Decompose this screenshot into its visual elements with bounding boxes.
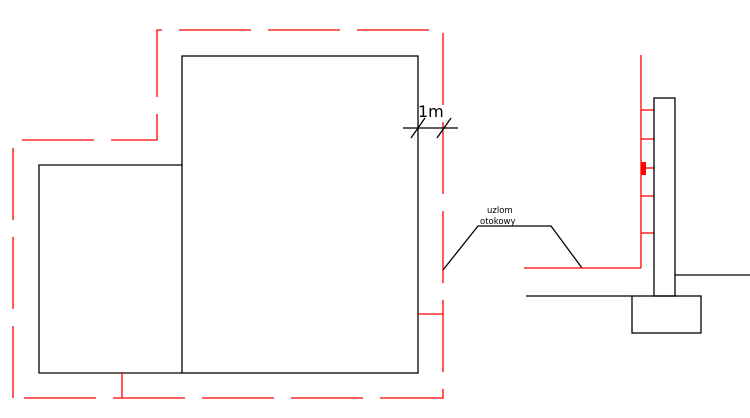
test-joint bbox=[641, 162, 646, 175]
dimension-label: 1m bbox=[418, 102, 444, 121]
ring-earth-electrode bbox=[12, 29, 444, 399]
wall bbox=[653, 97, 676, 297]
electrode-label-line2: otokowy bbox=[480, 217, 516, 227]
annex-building-outline bbox=[38, 164, 182, 374]
footing bbox=[631, 295, 702, 334]
wall-section-detail bbox=[524, 55, 750, 334]
label-leader-line bbox=[442, 225, 583, 271]
electrode-label-line1: uzlom bbox=[487, 206, 513, 216]
dimension-1m: 1m bbox=[403, 102, 458, 139]
main-building-outline bbox=[181, 55, 419, 374]
